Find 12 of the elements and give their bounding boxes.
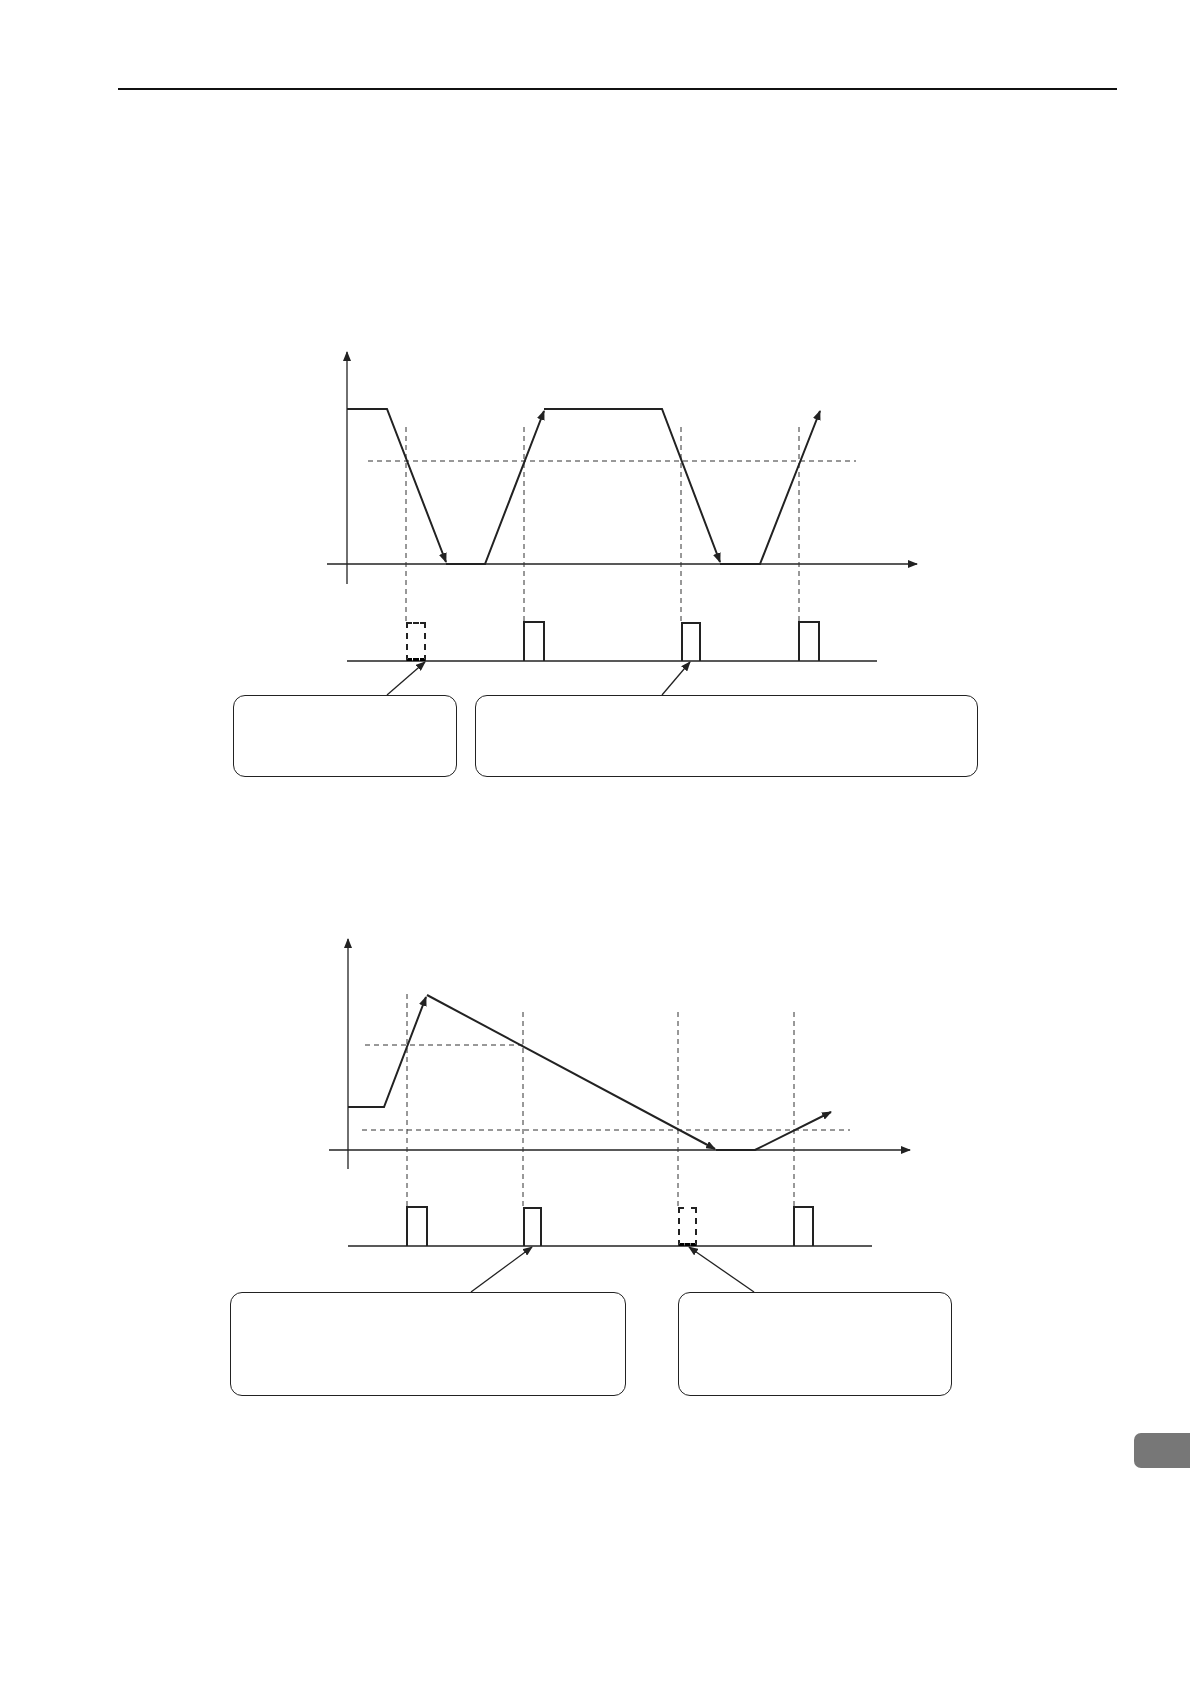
leader-line bbox=[688, 1246, 755, 1293]
pulse bbox=[523, 1207, 542, 1246]
leader-line bbox=[661, 661, 691, 696]
callout-box bbox=[230, 1292, 626, 1396]
callout-box bbox=[475, 695, 978, 777]
leader-line bbox=[386, 661, 426, 696]
callout-box bbox=[233, 695, 457, 777]
pulse bbox=[678, 1207, 697, 1246]
callout-box bbox=[678, 1292, 952, 1396]
pulse bbox=[406, 622, 426, 661]
pulse bbox=[681, 622, 701, 661]
leader-line bbox=[470, 1246, 533, 1293]
